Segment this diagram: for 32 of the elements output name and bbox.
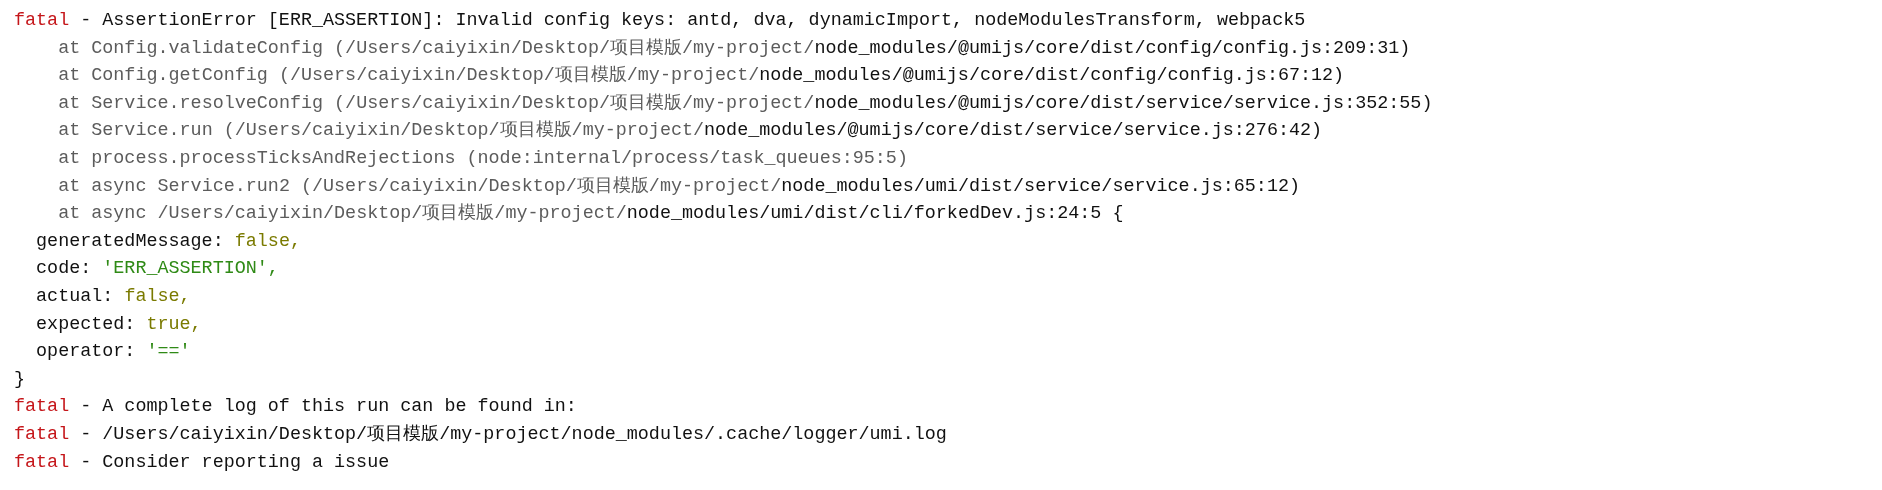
value-text: false,	[124, 286, 191, 307]
stack-frame-text: at Service.run (/Users/caiyixin/Desktop/项目模版/my-project/	[58, 120, 705, 142]
log-text: - AssertionError [ERR_ASSERTION]: Invalid config keys: antd, dva, dynamicImport, nodeModulesTransform, webpack5	[80, 10, 1306, 31]
log-text: node_modules/@umijs/core/dist/service/service.js:276:42)	[704, 120, 1323, 142]
string-text: 'ERR_ASSERTION',	[102, 258, 279, 280]
log-text: node_modules/@umijs/core/dist/service/service.js:352:55)	[814, 92, 1433, 114]
log-level-text: fatal	[14, 396, 70, 418]
log-text: - /Users/caiyixin/Desktop/项目模版/my-project/node_modules/.cache/logger/umi.log	[80, 424, 947, 445]
log-level-text: fatal	[14, 10, 70, 31]
stack-frame-text: at process.processTicksAndRejections (node:internal/process/task_queues:95:5)	[58, 148, 908, 169]
log-text: node_modules/@umijs/core/dist/config/config.js:209:31)	[814, 37, 1411, 59]
stack-frame-text: at Config.validateConfig (/Users/caiyixin/Desktop/项目模版/my-project/	[58, 37, 815, 59]
log-level-text: fatal	[14, 424, 70, 445]
string-text: '=='	[146, 341, 191, 363]
stack-frame-text: at Service.resolveConfig (/Users/caiyixin/Desktop/项目模版/my-project/	[58, 92, 815, 114]
log-text: node_modules/umi/dist/service/service.js:65:12)	[781, 175, 1300, 197]
stack-frame-text: at async Service.run2 (/Users/caiyixin/Desktop/项目模版/my-project/	[58, 175, 782, 197]
log-text: code:	[36, 258, 92, 280]
log-text: actual:	[36, 286, 114, 307]
log-text: - Consider reporting a issue	[80, 451, 390, 473]
log-text: expected:	[36, 313, 136, 335]
log-text: node_modules/@umijs/core/dist/config/config.js:67:12)	[759, 65, 1345, 87]
log-text: node_modules/umi/dist/cli/forkedDev.js:24:5 {	[626, 203, 1124, 225]
log-text: - A complete log of this run can be found in:	[80, 396, 577, 418]
value-text: true,	[146, 313, 202, 335]
stack-frame-text: at Config.getConfig (/Users/caiyixin/Desktop/项目模版/my-project/	[58, 65, 760, 87]
log-text: operator:	[36, 341, 136, 363]
value-text: false,	[234, 230, 301, 252]
log-level-text: fatal	[14, 451, 70, 473]
log-text: generatedMessage:	[36, 230, 224, 252]
log-text: }	[14, 368, 26, 390]
stack-frame-text: at async /Users/caiyixin/Desktop/项目模版/my-project/	[58, 203, 627, 225]
